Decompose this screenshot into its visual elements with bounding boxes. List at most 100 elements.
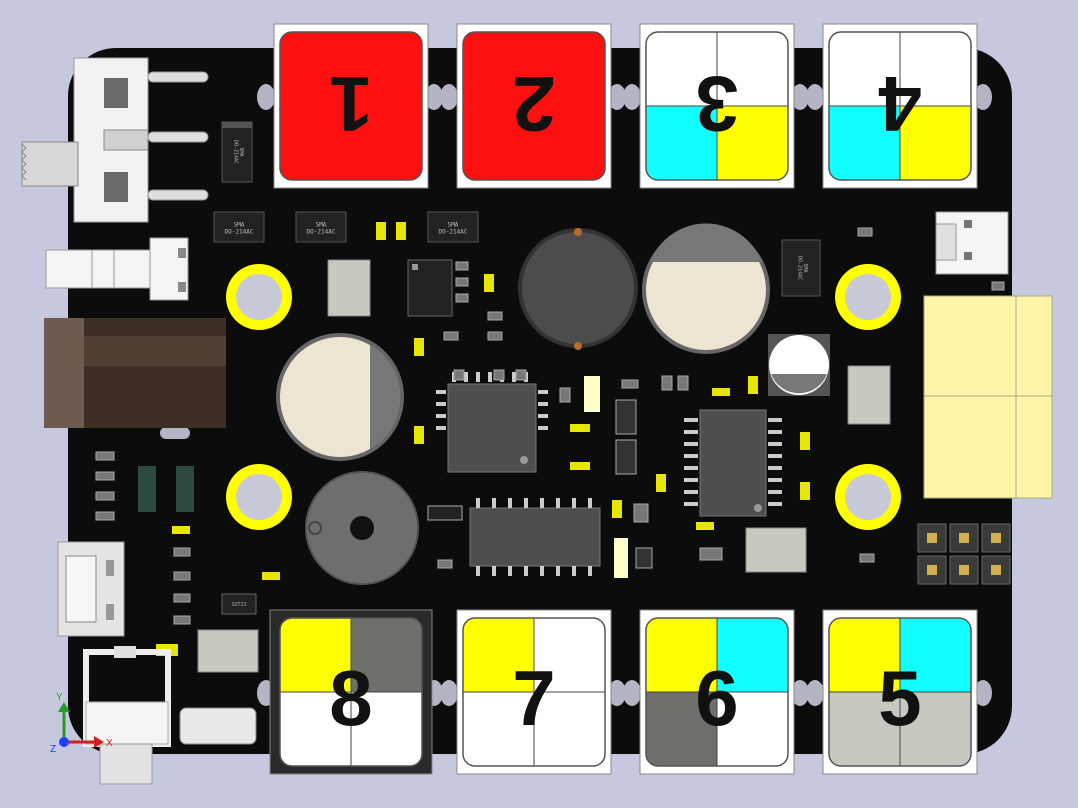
dark-green-passives [138, 466, 194, 512]
cap-quadrant [829, 106, 900, 180]
button-module-3[interactable]: 3 [639, 23, 795, 189]
micro-usb-port [57, 541, 125, 637]
cap-outline [462, 617, 606, 767]
cap-quadrant [463, 618, 534, 692]
cap-quadrant [280, 692, 351, 766]
cap-quadrant [534, 618, 605, 692]
button-module-6[interactable]: 6 [639, 609, 795, 775]
diode-rotated: SMADO-214AC [781, 239, 821, 297]
cap-quadrant [351, 618, 422, 692]
diode-rotated: SMADO-214AC [221, 121, 253, 183]
module-number: 4 [878, 60, 921, 148]
jst-connector-left [45, 237, 189, 301]
jst-connector-right [935, 211, 1009, 275]
module-number: 7 [512, 654, 555, 742]
module-number: 2 [512, 60, 555, 148]
gray-blocks [179, 259, 891, 745]
pin-header [917, 523, 1011, 585]
axis-triad: Y X Z [50, 692, 113, 755]
cap-outline [645, 31, 789, 181]
small-ic [407, 259, 453, 317]
cap-quadrant [463, 106, 534, 180]
dc-barrel-jack [44, 318, 226, 428]
cap-quadrant [829, 618, 900, 692]
button-module-4[interactable]: 4 [822, 23, 978, 189]
module-number: 5 [878, 654, 921, 742]
cap-quadrant [646, 106, 717, 180]
mcu-chip [436, 372, 548, 473]
cap-quadrant [717, 692, 788, 766]
sot23-chip: SOT23 [221, 593, 257, 615]
axis-y-label: Y [56, 692, 63, 703]
module-cap[interactable] [463, 32, 605, 180]
cap-quadrant [280, 618, 351, 692]
diode-label: SMADO-214AC [796, 256, 808, 280]
cap-quadrant [534, 106, 605, 180]
cap-quadrant [463, 692, 534, 766]
button-module-8[interactable]: 8 [269, 609, 433, 775]
module-cap[interactable] [829, 32, 971, 180]
driver-chip [684, 409, 782, 517]
button-modules-bottom: 8 7 6 5 [269, 609, 978, 775]
inductor [518, 228, 638, 350]
cap-quadrant [351, 106, 422, 180]
cap-outline [279, 617, 423, 767]
axis-z-label: Z [50, 744, 56, 755]
cap-quadrant [717, 32, 788, 106]
module-number: 6 [695, 654, 738, 742]
cap-quadrant [900, 106, 971, 180]
button-module-7[interactable]: 7 [456, 609, 612, 775]
module-cap[interactable] [280, 32, 422, 180]
terminal-block [923, 295, 1053, 499]
cap-quadrant [900, 618, 971, 692]
module-cap[interactable] [463, 618, 605, 766]
module-cap[interactable] [646, 618, 788, 766]
cap-quadrant [534, 692, 605, 766]
cap-quadrant [351, 32, 422, 106]
capacitor-small [768, 334, 830, 396]
cap-outline [279, 31, 423, 181]
cap-quadrant [646, 692, 717, 766]
cap-quadrant [717, 618, 788, 692]
cap-quadrant [646, 618, 717, 692]
cap-outline [828, 617, 972, 767]
cap-outline [645, 617, 789, 767]
module-number: 8 [329, 654, 372, 742]
diode-label: SMADO-214AC [232, 140, 244, 164]
module-number: 1 [329, 60, 372, 148]
cap-quadrant [463, 32, 534, 106]
mounting-hole [835, 464, 901, 530]
cap-outline [828, 31, 972, 181]
cap-quadrant [534, 32, 605, 106]
mounting-hole [835, 264, 901, 330]
module-cap[interactable] [280, 618, 422, 766]
mounting-hole [226, 464, 292, 530]
button-module-5[interactable]: 5 [822, 609, 978, 775]
buzzer [305, 471, 419, 585]
regulator-chip [469, 498, 601, 576]
sot23-label: SOT23 [231, 602, 246, 608]
cap-quadrant [900, 692, 971, 766]
cap-quadrant [351, 692, 422, 766]
mounting-holes [226, 264, 901, 530]
module-cap[interactable] [829, 618, 971, 766]
button-module-2[interactable]: 2 [456, 23, 612, 189]
cap-quadrant [717, 106, 788, 180]
module-cap[interactable] [646, 32, 788, 180]
cap-quadrant [829, 32, 900, 106]
axis-x-label: X [106, 738, 113, 749]
gray-passives [95, 227, 1005, 625]
mounting-hole [226, 264, 292, 330]
slide-switch [21, 57, 209, 223]
cap-quadrant [280, 106, 351, 180]
cap-quadrant [829, 692, 900, 766]
cap-quadrant [280, 32, 351, 106]
button-module-1[interactable]: 1 [273, 23, 429, 189]
yellow-passives [156, 222, 810, 656]
bottom-slide-switch [83, 646, 171, 785]
capacitor-left [276, 333, 404, 461]
